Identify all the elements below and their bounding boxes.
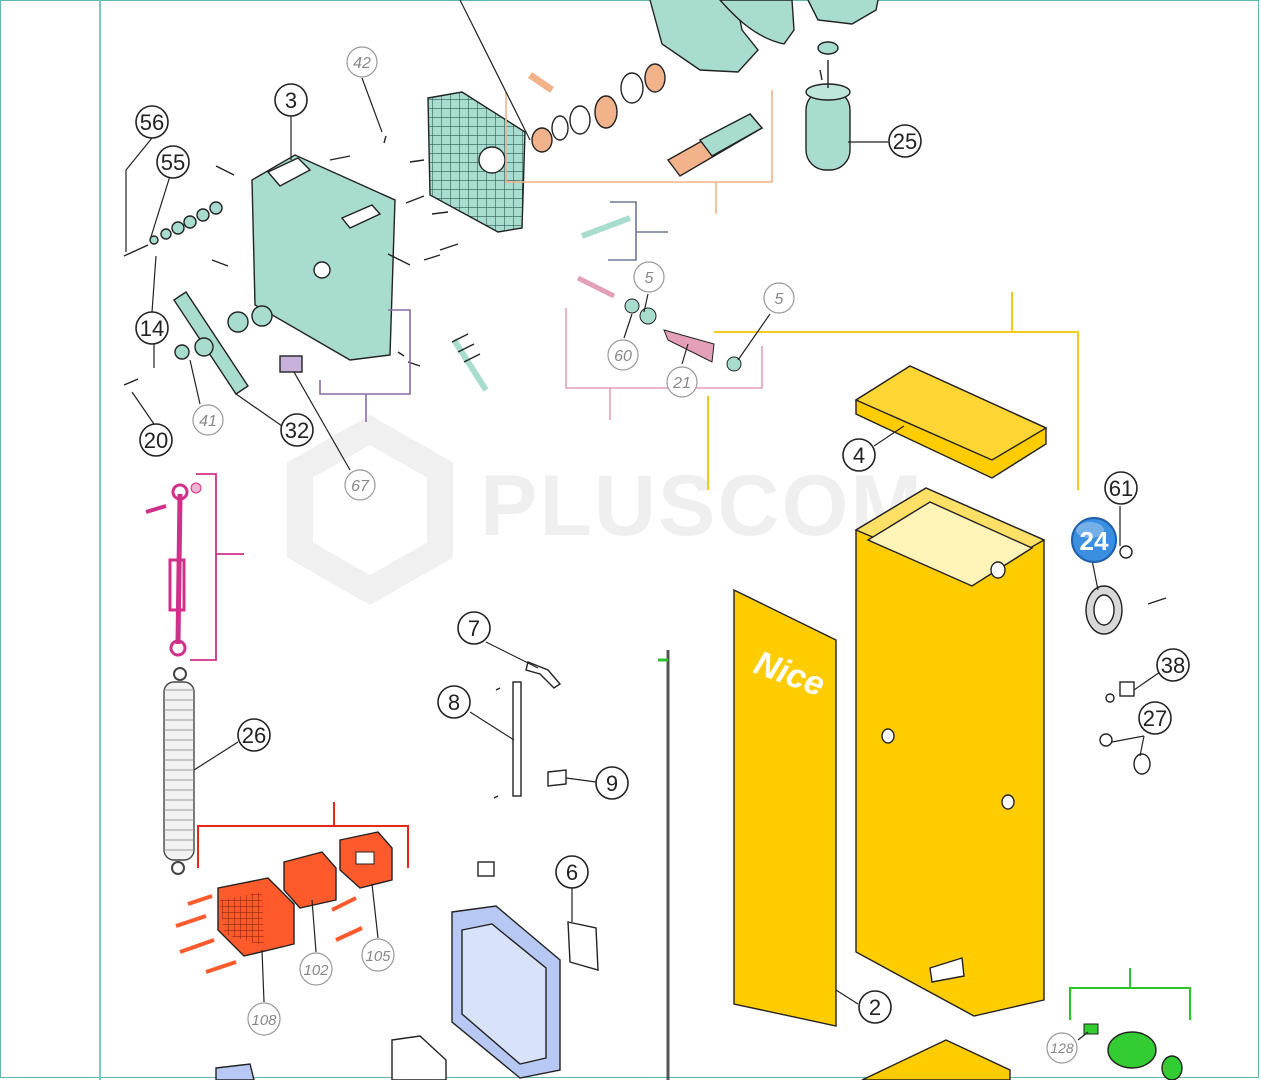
svg-text:14: 14 bbox=[140, 316, 164, 341]
bracket-peach bbox=[505, 90, 773, 214]
spring bbox=[163, 667, 195, 875]
svg-text:9: 9 bbox=[606, 771, 618, 796]
callout-108: 108 bbox=[247, 1002, 281, 1036]
bracket-green bbox=[1069, 968, 1191, 1080]
svg-text:41: 41 bbox=[199, 413, 217, 430]
svg-text:108: 108 bbox=[251, 1012, 277, 1029]
svg-text:5: 5 bbox=[645, 270, 654, 287]
bracket-purple bbox=[319, 309, 411, 422]
bracket-red bbox=[175, 802, 409, 974]
leader-lines bbox=[125, 0, 1161, 1041]
svg-text:25: 25 bbox=[893, 129, 917, 154]
watermark: PLUSCOM bbox=[287, 415, 924, 605]
svg-text:8: 8 bbox=[448, 690, 460, 715]
svg-text:67: 67 bbox=[351, 478, 370, 495]
svg-text:42: 42 bbox=[353, 55, 371, 72]
svg-text:2: 2 bbox=[869, 995, 881, 1020]
callout-105: 105 bbox=[361, 938, 395, 972]
callout-38: 38 bbox=[1156, 648, 1190, 682]
svg-text:38: 38 bbox=[1161, 653, 1185, 678]
callout-20: 20 bbox=[139, 423, 173, 457]
gear-plate-assembly bbox=[123, 91, 526, 395]
svg-text:60: 60 bbox=[614, 348, 632, 365]
svg-text:27: 27 bbox=[1143, 706, 1167, 731]
callout-24-highlight: 24 bbox=[1071, 517, 1117, 563]
callout-27: 27 bbox=[1138, 701, 1172, 735]
svg-text:32: 32 bbox=[285, 418, 309, 443]
cabinet bbox=[733, 365, 1048, 1080]
callout-2: 2 bbox=[858, 990, 892, 1024]
center-small-parts bbox=[477, 650, 670, 1080]
svg-text:4: 4 bbox=[853, 443, 865, 468]
svg-text:61: 61 bbox=[1109, 476, 1133, 501]
callout-41: 41 bbox=[192, 404, 224, 436]
svg-text:26: 26 bbox=[242, 723, 266, 748]
bracket-pink bbox=[565, 275, 763, 420]
callout-42: 42 bbox=[346, 46, 378, 78]
callout-9: 9 bbox=[595, 766, 629, 800]
svg-text:3: 3 bbox=[285, 88, 297, 113]
right-small-parts bbox=[1085, 545, 1167, 775]
svg-text:20: 20 bbox=[144, 428, 168, 453]
bracket-yellow bbox=[707, 292, 1079, 490]
svg-text:105: 105 bbox=[365, 948, 391, 965]
callout-3: 3 bbox=[274, 83, 308, 117]
callout-5-left: 5 bbox=[633, 261, 665, 293]
control-box bbox=[215, 905, 561, 1080]
callout-25: 25 bbox=[888, 124, 922, 158]
callout-128: 128 bbox=[1046, 1032, 1078, 1064]
callout-6: 6 bbox=[555, 855, 589, 889]
callout-32: 32 bbox=[280, 413, 314, 447]
callout-56: 56 bbox=[135, 105, 169, 139]
svg-text:5: 5 bbox=[775, 291, 784, 308]
svg-text:21: 21 bbox=[672, 375, 691, 392]
callout-8: 8 bbox=[437, 685, 471, 719]
callout-14: 14 bbox=[135, 311, 169, 345]
svg-text:56: 56 bbox=[140, 110, 164, 135]
callout-61: 61 bbox=[1104, 471, 1138, 505]
svg-text:6: 6 bbox=[566, 860, 578, 885]
callouts: 3 56 55 14 20 32 25 4 61 38 27 7 8 9 26 … bbox=[135, 46, 1190, 1064]
watermark-text: PLUSCOM bbox=[480, 458, 924, 554]
gear-shaft-cluster bbox=[528, 0, 879, 177]
callout-55: 55 bbox=[156, 145, 190, 179]
callout-7: 7 bbox=[457, 611, 491, 645]
svg-text:7: 7 bbox=[468, 616, 480, 641]
bracket-slate bbox=[580, 201, 668, 261]
svg-text:24: 24 bbox=[1080, 526, 1109, 556]
svg-text:55: 55 bbox=[161, 150, 185, 175]
margin-line bbox=[99, 0, 101, 1080]
svg-text:128: 128 bbox=[1050, 1040, 1074, 1056]
callout-5-right: 5 bbox=[763, 282, 795, 314]
callout-4: 4 bbox=[842, 438, 876, 472]
bracket-magenta bbox=[145, 473, 244, 661]
callout-26: 26 bbox=[237, 718, 271, 752]
callout-60: 60 bbox=[607, 339, 639, 371]
svg-text:102: 102 bbox=[303, 962, 329, 979]
callout-21: 21 bbox=[666, 366, 698, 398]
callout-67: 67 bbox=[344, 469, 376, 501]
callout-102: 102 bbox=[299, 952, 333, 986]
